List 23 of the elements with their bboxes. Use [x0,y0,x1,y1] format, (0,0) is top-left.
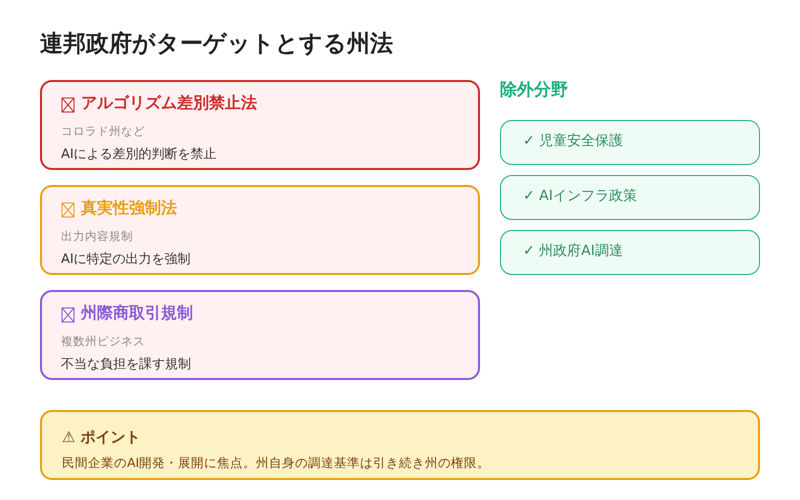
excluded-area-box [500,120,760,165]
excluded-area-box [500,230,760,275]
law-card [40,185,480,275]
card-heading: アルゴリズム差別禁止法 [81,93,257,114]
note-text: 民間企業のAI開発・展開に焦点。州自身の調達基準は引き続き州の権限。 [62,455,490,472]
card-subtitle: コロラド州など [61,124,145,139]
card-description: 不当な負担を課す規制 [61,356,191,373]
note-box [40,410,760,480]
law-card [40,290,480,380]
item-text: ✓ 児童安全保護 [523,132,624,150]
note-heading: ⚠ ポイント [62,428,141,447]
item-text: ✓ 州政府AI調達 [523,242,623,260]
excluded-area-box [500,175,760,220]
card-subtitle: 複数州ビジネス [61,334,145,349]
title: 連邦政府がターゲットとする州法 [40,30,393,59]
card-heading: 真実性強制法 [81,198,177,219]
law-card [40,80,480,170]
section-heading: 除外分野 [500,79,568,101]
card-description: AIによる差別的判断を禁止 [61,146,217,163]
card-heading: 州際商取引規制 [81,303,193,324]
item-text: ✓ AIインフラ政策 [523,187,637,205]
card-description: AIに特定の出力を強制 [61,251,191,268]
card-subtitle: 出力内容規制 [61,229,133,244]
